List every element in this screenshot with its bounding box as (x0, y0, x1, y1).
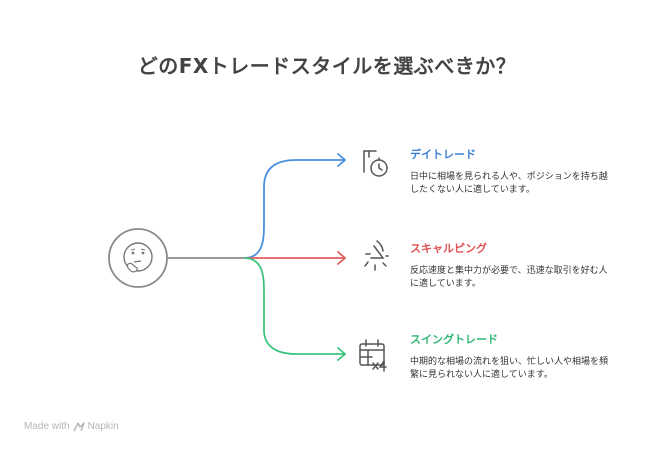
stopwatch-flag-icon (363, 150, 388, 177)
option-title: スキャルピング (410, 242, 487, 255)
calendar-x4-icon (359, 339, 387, 372)
napkin-logo-icon (72, 421, 85, 431)
option-scalping: スキャルピング 反応速度と集中力が必要で、迅速な取引を好む人に適しています。 (410, 240, 610, 291)
arrow-scalping (337, 251, 347, 265)
footer-credit: Made with Napkin (24, 421, 119, 432)
diagram-title: どのFXトレードスタイルを選ぶべきか？ (137, 54, 517, 78)
connector-daytrade (243, 159, 344, 259)
arrow-swing (337, 347, 347, 361)
option-title: デイトレード (410, 148, 476, 161)
option-description: 日中に相場を見られる人や、ポジションを持ち越したくない人に適しています。 (410, 172, 608, 195)
quick-timer-icon (364, 240, 389, 271)
made-with-label: Made with (24, 421, 70, 432)
option-description: 反応速度と集中力が必要で、迅速な取引を好む人に適しています。 (410, 266, 608, 289)
connector-swing (243, 257, 344, 355)
option-daytrade: デイトレード 日中に相場を見られる人や、ポジションを持ち越したくない人に適してい… (410, 146, 610, 197)
option-swing: スイングトレード 中期的な相場の流れを狙い、忙しい人や相場を頻繁に見られない人に… (410, 331, 610, 382)
option-description: 中期的な相場の流れを狙い、忙しい人や相場を頻繁に見られない人に適しています。 (410, 357, 609, 380)
brand-label: Napkin (87, 421, 119, 432)
thinking-face-icon (108, 228, 168, 288)
option-title: スイングトレード (410, 333, 498, 346)
arrow-daytrade (337, 153, 347, 167)
